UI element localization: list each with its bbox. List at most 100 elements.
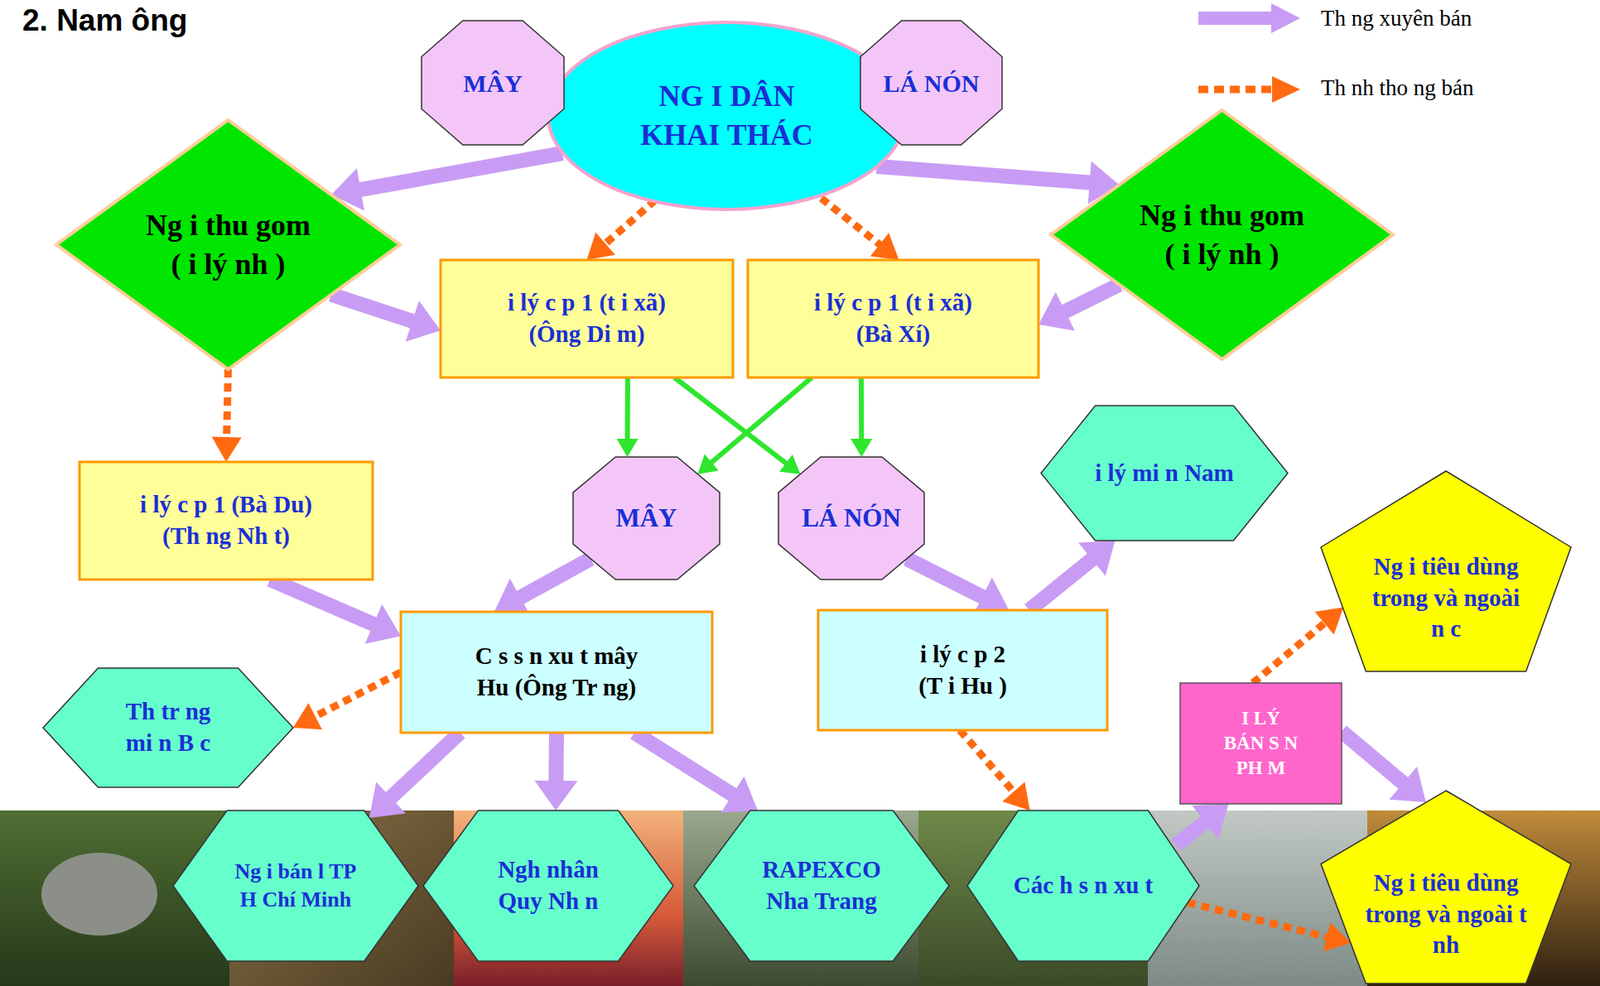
retail-agent-box: I LÝ BÁN S N PH M [1180,683,1342,805]
node-label: Th tr ng mi n B c [116,696,221,759]
node-content: LÁ NÓN [778,457,925,580]
node-outline [440,260,733,378]
node-label: C s s n xu t mây Hu (Ông Tr ng) [463,640,651,704]
node-label: i lý c p 1 (t i xã) (Bà Xí) [802,287,985,350]
rect-shape [747,260,1039,378]
arrow-head [870,232,900,261]
arrow-shaft [519,559,592,599]
node-outline [747,260,1039,378]
consumer-pentagon: Ng i tiêu dùng trong và ngoài n c [1320,471,1572,672]
arrow-shaft [313,672,401,718]
node-content: Th tr ng mi n B c [43,668,294,788]
ellipse-shape [548,22,906,210]
product-flow-arrow [616,377,639,458]
node-label: i lý c p 2 (T i Hu ) [909,639,1017,702]
node-content: Ng i thu gom ( i lý nh ) [56,120,400,370]
agent-box: i lý c p 1 (t i xã) (Ông Di m) [440,260,733,378]
arrow-shaft [548,732,564,783]
arrow-shaft [358,153,563,190]
node-content: Các h s n xu t [967,810,1200,962]
node-label: I LÝ BÁN S N PH M [1221,706,1301,781]
arrow-head [1038,292,1075,332]
arrow-head [369,781,406,819]
occasional-sale-arrow [293,672,401,730]
occasional-sale-arrow [212,369,242,463]
occasional-sale-arrow [1253,607,1344,684]
node-content: LÁ NÓN [860,20,1003,145]
arrow-head [1389,766,1427,803]
node-outline [173,810,419,962]
collector-diamond: Ng i thu gom ( i lý nh ) [1050,110,1393,360]
agent-box: i lý c p 2 (T i Hu ) [818,610,1108,731]
elephant-figure [41,853,158,936]
occasional-sale-arrow [587,200,656,261]
arrow-head [293,703,323,730]
arrow-shaft [821,197,882,246]
regular-sale-arrow [331,294,441,343]
arrow-head [721,776,758,814]
arrow-shaft [1029,558,1094,611]
arrow-shaft [390,732,461,800]
hex-shape [1040,405,1288,541]
arrow-shaft [604,200,656,246]
arrow-head [616,438,639,458]
dia-shape [56,120,400,370]
legend-label: Th nh tho ng bán [1320,74,1474,102]
node-label: Ng i tiêu dùng trong và ngoài n c [1363,551,1529,646]
arrow-head [850,438,873,458]
occasional-sale-arrow [821,197,900,261]
arrow-shaft [1187,902,1329,938]
node-content: Ng i bán l TP H Chí Minh [173,810,419,962]
node-content: RAPEXCO Nha Trang [693,810,950,962]
regular-sale-arrow [534,732,578,811]
arrow-head [534,780,578,811]
product-octagon: MÂY [573,457,720,580]
node-label: Ngh nhân Quy Nh n [486,854,611,917]
consumer-pentagon: Ng i tiêu dùng trong và ngoài t nh [1320,790,1572,984]
node-content: MÂY [573,457,720,580]
arrow-head [587,232,616,261]
oct-shape [573,457,720,580]
arrow-head [1315,607,1345,636]
regular-sale-arrow [877,161,1120,205]
rect-shape [400,612,713,733]
pent-shape [1320,790,1572,984]
node-outline [1050,110,1393,360]
arrow-shaft [634,732,734,796]
hex-shape [693,810,950,962]
collector-diamond: Ng i thu gom ( i lý nh ) [56,120,400,370]
node-content: i lý mi n Nam [1040,405,1288,541]
legend-arrow-solid [1198,3,1301,34]
rect-shape [818,610,1108,731]
node-label: MÂY [462,67,523,100]
node-outline [548,22,906,210]
rect-shape [440,260,733,378]
arrow-head [1191,804,1229,840]
node-content: i lý c p 1 (Bà Du) (Th ng Nh t) [79,462,373,580]
node-content: i lý c p 1 (t i xã) (Ông Di m) [440,260,733,378]
product-flow-arrow [674,377,800,475]
arrow-shaft [331,294,415,323]
node-label: Ng i tiêu dùng trong và ngoài t nh [1363,867,1529,962]
node-content: Ng i tiêu dùng trong và ngoài n c [1320,471,1572,672]
legend-arrow-dotted [1198,86,1274,94]
node-label: LÁ NÓN [883,67,980,100]
node-label: Ng i bán l TP H Chí Minh [233,857,358,915]
pent-shape [1320,471,1572,672]
node-content: Ng i thu gom ( i lý nh ) [1050,110,1393,360]
product-flow-arrow [850,377,873,458]
arrow-head [1002,782,1030,811]
arrow-shaft [625,377,631,441]
regular-sale-arrow [1029,540,1116,611]
node-outline [79,462,373,580]
dia-shape [1050,110,1393,360]
node-label: RAPEXCO Nha Trang [751,854,892,917]
node-label: i lý c p 1 (Bà Du) (Th ng Nh t) [139,489,314,552]
market-hexagon: Các h s n xu t [967,810,1200,962]
product-octagon: MÂY [421,20,564,145]
arrow-shaft [710,377,813,464]
node-content: i lý c p 2 (T i Hu ) [818,610,1108,731]
node-label: MÂY [615,501,677,535]
node-label: Các h s n xu t [1013,870,1153,902]
